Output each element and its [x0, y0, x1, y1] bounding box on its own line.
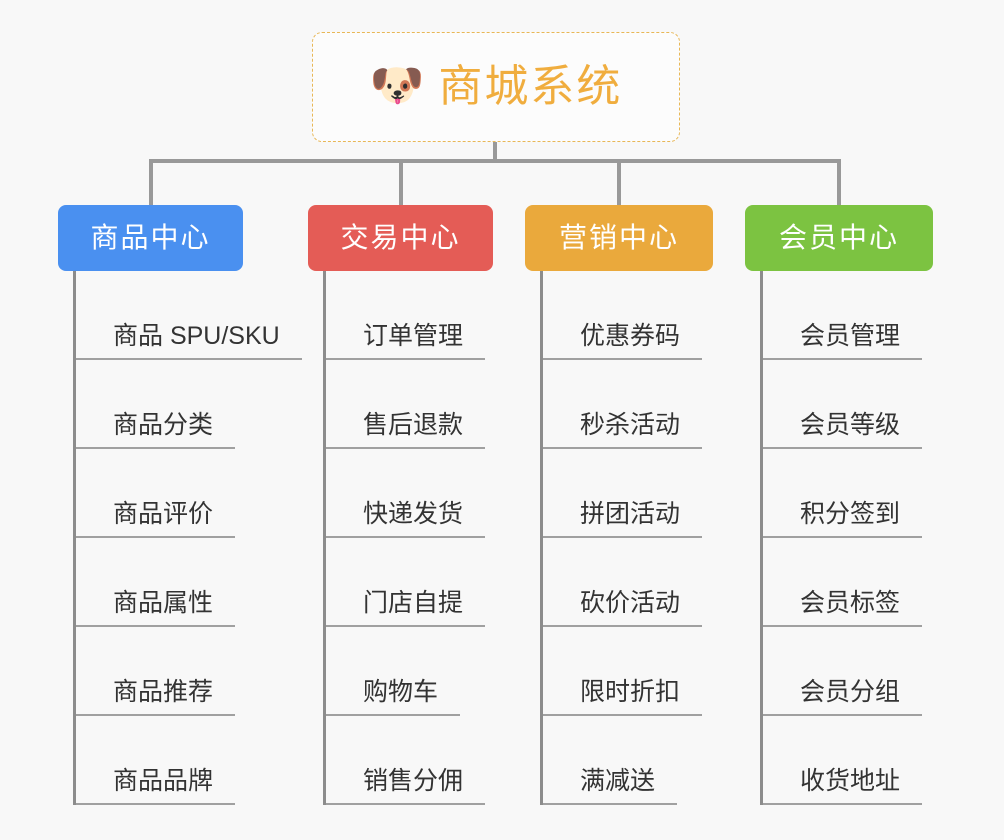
- leaf-item-label: 快递发货: [326, 500, 486, 538]
- leaf-item-label: 销售分佣: [326, 767, 486, 805]
- leaf-item[interactable]: 会员管理: [760, 271, 923, 360]
- leaf-item[interactable]: 秒杀活动: [540, 360, 703, 449]
- leaf-item[interactable]: 快递发货: [323, 449, 486, 538]
- leaf-item[interactable]: 会员等级: [760, 360, 923, 449]
- leaf-item-label: 购物车: [326, 678, 461, 716]
- category-label: 营销中心: [558, 222, 679, 253]
- connector-drop-member: [837, 159, 841, 205]
- leaf-spine: [73, 271, 76, 805]
- leaf-item-label: 砍价活动: [543, 589, 703, 627]
- leaf-item[interactable]: 商品推荐: [73, 627, 302, 716]
- leaf-item[interactable]: 满减送: [540, 716, 702, 805]
- leaf-column-product: 商品 SPU/SKU 商品分类商品评价商品属性商品推荐商品品牌: [73, 271, 302, 805]
- leaf-item[interactable]: 商品评价: [73, 449, 302, 538]
- connector-drop-product: [148, 159, 153, 205]
- leaf-item-label: 优惠券码: [543, 322, 703, 360]
- category-box-marketing[interactable]: 营销中心: [525, 205, 713, 271]
- leaf-item-label: 拼团活动: [543, 500, 703, 538]
- category-box-product[interactable]: 商品中心: [58, 205, 243, 271]
- category-box-trade[interactable]: 交易中心: [308, 205, 493, 271]
- leaf-item-label: 商品 SPU/SKU: [76, 322, 302, 360]
- leaf-item-label: 会员标签: [763, 589, 923, 627]
- leaf-item[interactable]: 限时折扣: [540, 627, 703, 716]
- connector-drop-trade: [398, 159, 403, 205]
- leaf-column-member: 会员管理会员等级积分签到会员标签会员分组收货地址: [760, 271, 923, 805]
- leaf-item-label: 商品分类: [76, 411, 236, 449]
- leaf-spine: [540, 271, 543, 805]
- leaf-item[interactable]: 商品品牌: [73, 716, 302, 805]
- leaf-item[interactable]: 商品 SPU/SKU: [73, 271, 302, 360]
- leaf-item-label: 订单管理: [326, 322, 486, 360]
- leaf-item[interactable]: 会员分组: [760, 627, 923, 716]
- category-label: 商品中心: [90, 222, 211, 253]
- leaf-item-label: 商品品牌: [76, 767, 236, 805]
- leaf-item-label: 积分签到: [763, 500, 923, 538]
- leaf-item-label: 售后退款: [326, 411, 486, 449]
- leaf-item[interactable]: 商品属性: [73, 538, 302, 627]
- leaf-spine: [323, 271, 326, 805]
- leaf-item[interactable]: 销售分佣: [323, 716, 486, 805]
- leaf-item[interactable]: 积分签到: [760, 449, 923, 538]
- leaf-item[interactable]: 商品分类: [73, 360, 302, 449]
- leaf-item[interactable]: 收货地址: [760, 716, 923, 805]
- root-node[interactable]: 🐶 商城系统: [312, 32, 680, 142]
- leaf-item[interactable]: 售后退款: [323, 360, 486, 449]
- leaf-item-label: 会员分组: [763, 678, 923, 716]
- leaf-item[interactable]: 订单管理: [323, 271, 486, 360]
- leaf-item[interactable]: 优惠券码: [540, 271, 703, 360]
- leaf-item-label: 会员管理: [763, 322, 923, 360]
- connector-drop-marketing: [617, 159, 621, 205]
- leaf-item-label: 限时折扣: [543, 678, 703, 716]
- connector-root-stem: [493, 142, 497, 163]
- leaf-item[interactable]: 拼团活动: [540, 449, 703, 538]
- leaf-item-label: 商品推荐: [76, 678, 236, 716]
- leaf-item-label: 满减送: [543, 767, 678, 805]
- leaf-column-trade: 订单管理售后退款快递发货门店自提购物车销售分佣: [323, 271, 486, 805]
- leaf-item-label: 会员等级: [763, 411, 923, 449]
- leaf-spine: [760, 271, 763, 805]
- category-label: 交易中心: [340, 222, 461, 253]
- connector-horizontal-bus: [150, 159, 838, 163]
- leaf-item-label: 收货地址: [763, 767, 923, 805]
- shiba-dog-face-icon: 🐶: [369, 61, 425, 110]
- leaf-item-label: 门店自提: [326, 589, 486, 627]
- category-label: 会员中心: [778, 222, 899, 253]
- leaf-item-label: 秒杀活动: [543, 411, 703, 449]
- leaf-item-label: 商品属性: [76, 589, 236, 627]
- leaf-column-marketing: 优惠券码秒杀活动拼团活动砍价活动限时折扣满减送: [540, 271, 703, 805]
- leaf-item[interactable]: 购物车: [323, 627, 485, 716]
- leaf-item-label: 商品评价: [76, 500, 236, 538]
- leaf-item[interactable]: 门店自提: [323, 538, 486, 627]
- leaf-item[interactable]: 砍价活动: [540, 538, 703, 627]
- leaf-item[interactable]: 会员标签: [760, 538, 923, 627]
- category-box-member[interactable]: 会员中心: [745, 205, 933, 271]
- root-title: 商城系统: [438, 62, 623, 111]
